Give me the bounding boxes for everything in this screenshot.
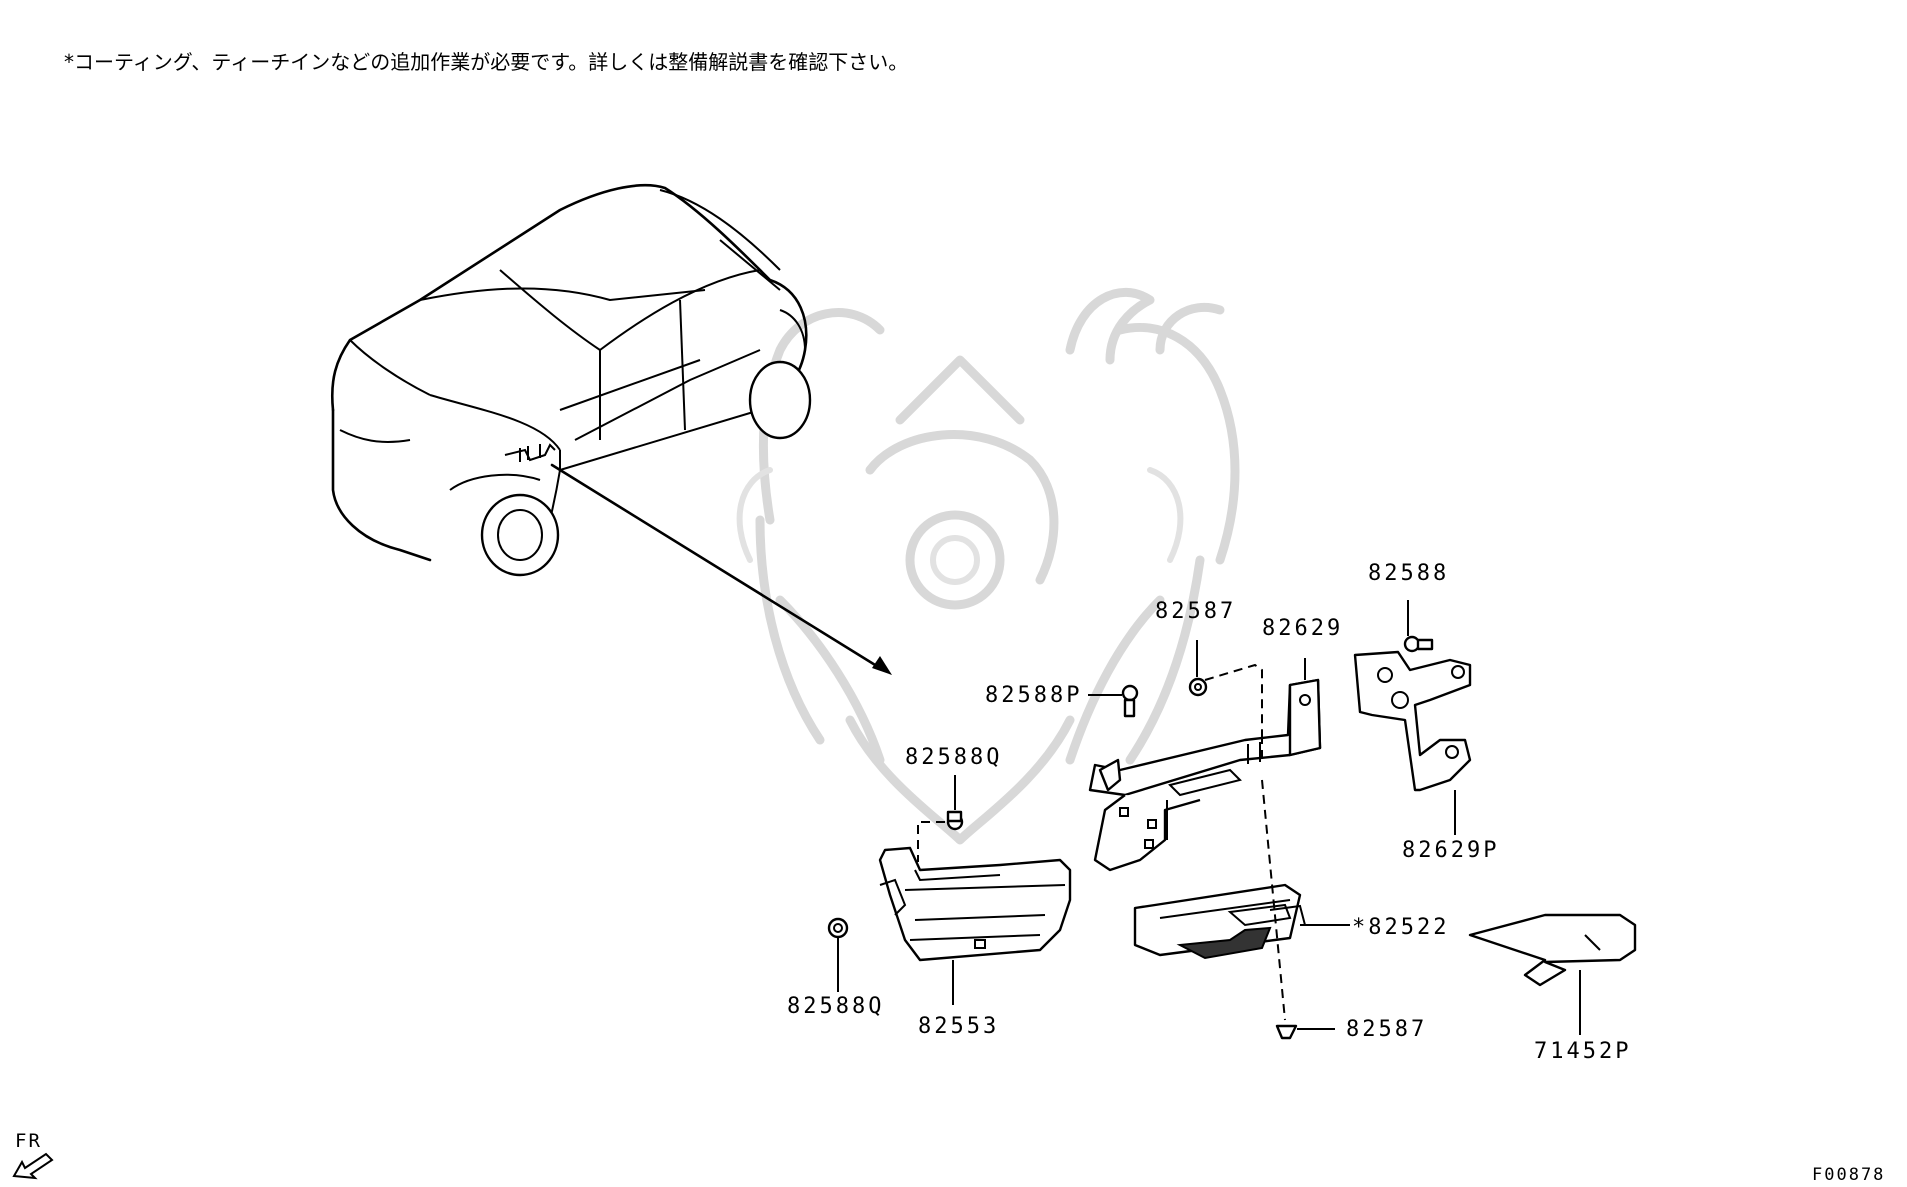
label-82587-bottom: 82587 — [1346, 1017, 1427, 1042]
label-82588Q-bottom: 82588Q — [787, 994, 884, 1019]
label-82629P: 82629P — [1402, 838, 1499, 863]
label-82588P: 82588P — [985, 683, 1082, 708]
label-82629: 82629 — [1262, 616, 1343, 641]
part-82629P-bracket — [1353, 650, 1472, 792]
figure-code: F00878 — [1812, 1165, 1885, 1185]
alignment-line-82587 — [1204, 663, 1263, 735]
front-label: FR — [15, 1130, 42, 1152]
note-text: *コーティング、ティーチインなどの追加作業が必要です。詳しくは整備解説書を確認下… — [64, 50, 909, 74]
label-82588Q-top: 82588Q — [905, 745, 1002, 770]
location-arrow — [550, 463, 892, 675]
fastener-82588 — [1403, 600, 1434, 653]
label-82522: *82522 — [1352, 915, 1449, 940]
part-82553-cover — [878, 846, 1072, 962]
fastener-82587-top — [1188, 640, 1208, 697]
front-arrow-icon — [12, 1152, 54, 1180]
part-82629-bracket — [1088, 678, 1322, 872]
fastener-82587-bottom — [1275, 1024, 1335, 1040]
label-82588-top: 82588 — [1368, 561, 1449, 586]
label-71452P: 71452P — [1534, 1039, 1631, 1064]
front-direction-indicator: FR — [12, 1130, 54, 1180]
label-82587-top: 82587 — [1155, 599, 1236, 624]
label-82553: 82553 — [918, 1014, 999, 1039]
fastener-82588Q-bottom — [827, 917, 849, 992]
fastener-82588P — [1088, 684, 1139, 718]
part-71452P-cover — [1468, 913, 1637, 987]
alignment-line-82588Q — [917, 821, 945, 862]
vehicle-outline — [331, 184, 812, 577]
part-82522-module — [1133, 883, 1306, 960]
alignment-line-82522 — [1261, 779, 1286, 1021]
fastener-82588Q-top — [946, 775, 964, 831]
